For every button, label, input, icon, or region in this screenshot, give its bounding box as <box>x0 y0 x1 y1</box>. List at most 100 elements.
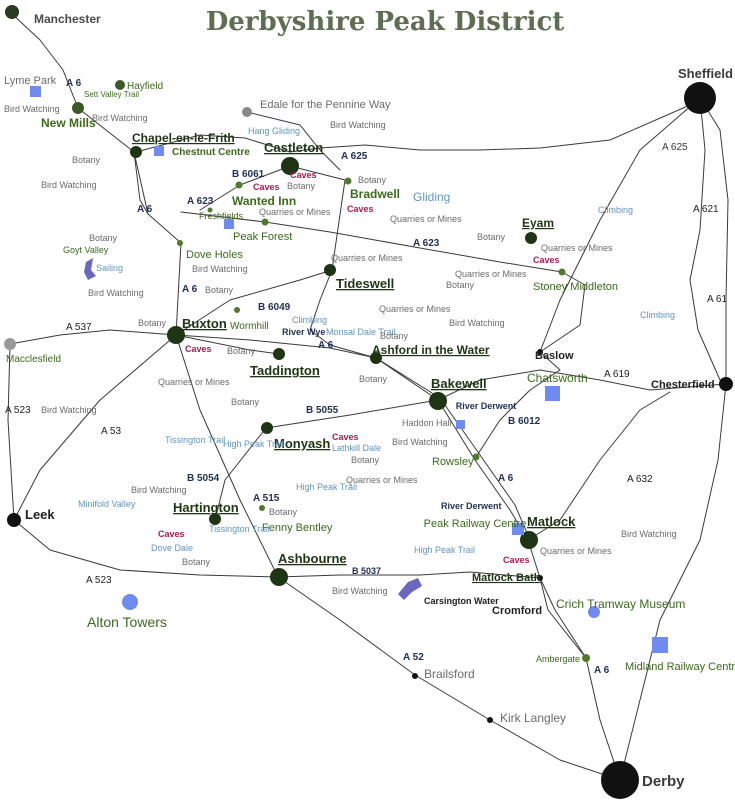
label-matlock: Matlock <box>527 514 576 529</box>
carsington-water-reservoir <box>398 578 422 600</box>
quarry-tideswell: Quarries or Mines <box>331 253 403 263</box>
node-brailsford <box>412 673 418 679</box>
label-tissington-s: Tissington Trail <box>209 524 269 534</box>
label-taddington: Taddington <box>250 363 320 378</box>
caves-buxton: Caves <box>185 344 212 354</box>
label-gliding: Gliding <box>413 190 450 204</box>
quarry-matlock: Quarries or Mines <box>540 546 612 556</box>
node-fenny-bentley <box>259 505 265 511</box>
map-title: Derbyshire Peak District <box>206 7 565 37</box>
label-kirk-langley: Kirk Langley <box>500 711 566 725</box>
label-ambergate: Ambergate <box>536 654 580 664</box>
quarry-buxton-s: Quarries or Mines <box>158 377 230 387</box>
label-chestnut-centre: Chestnut Centre <box>172 147 250 158</box>
label-climbing-ne: Climbing <box>598 205 633 215</box>
town-node-sheffield <box>684 82 716 114</box>
label-river-derwent-n-text: River Derwent <box>456 401 517 411</box>
label-climbing-e: Climbing <box>640 310 675 320</box>
label-goyt-valley: Goyt Valley <box>63 245 109 255</box>
bw-newmills: Bird Watching <box>92 113 148 123</box>
road-labels: A 6 A 625 A 625 B 6061 A 623 A 623 A 6 A… <box>5 78 727 676</box>
marker-lyme-park <box>30 86 41 97</box>
label-brailsford: Brailsford <box>424 667 475 681</box>
label-high-peak-s: High Peak Trail <box>414 545 475 555</box>
caves-eyam: Caves <box>533 255 560 265</box>
label-a523-s: A 523 <box>86 575 112 586</box>
label-derby: Derby <box>642 773 685 790</box>
label-climbing-buxton: Climbing <box>292 315 327 325</box>
label-crich-tramway: Crich Tramway Museum <box>556 597 685 611</box>
label-b5037: B 5037 <box>352 566 381 576</box>
label-midland-railway: Midland Railway Centre <box>625 661 735 673</box>
bw-macclesfield: Bird Watching <box>41 405 97 415</box>
label-a52: A 52 <box>403 652 424 663</box>
road-buxton-taddington <box>175 334 280 355</box>
black-nodes <box>412 349 543 723</box>
caves-dove-dale: Caves <box>158 529 185 539</box>
label-alton-towers: Alton Towers <box>87 614 167 630</box>
town-node-taddington <box>273 348 285 360</box>
town-labels: New Mills Hayfield Chapel-en-le-Frith Ca… <box>41 81 618 664</box>
road-a537 <box>9 329 177 345</box>
quarry-stoney: Quarries or Mines <box>455 269 527 279</box>
quarry-wanted-inn: Quarries or Mines <box>259 207 331 217</box>
marker-peak-forest <box>224 219 234 229</box>
bw-ashford: Bird Watching <box>449 318 505 328</box>
town-node-new-mills <box>72 102 84 114</box>
label-tideswell: Tideswell <box>336 276 394 291</box>
road-derby-chesterfield <box>619 383 727 781</box>
label-high-peak-mid: High Peak Trail <box>296 482 357 492</box>
label-peak-railway-text: Peak Railway Centre <box>424 518 527 530</box>
label-chatsworth: Chatsworth <box>527 371 588 385</box>
label-a53: A 53 <box>101 426 121 437</box>
botany-a623: Botany <box>477 232 506 242</box>
label-monyash: Monyash <box>274 436 330 451</box>
road-a621 <box>689 97 721 381</box>
town-node-eyam <box>525 232 537 244</box>
marker-crich-tramway <box>588 606 600 618</box>
label-a625-ne: A 625 <box>662 142 688 153</box>
town-node-chapel <box>130 146 142 158</box>
road-a523-west <box>7 343 15 521</box>
label-manchester: Manchester <box>34 12 101 26</box>
label-haddon-hall: Haddon Hall <box>402 418 452 428</box>
road-a52 <box>277 576 621 781</box>
botany-taddington: Botany <box>227 346 256 356</box>
node-rowsley <box>472 453 480 461</box>
label-dove-dale: Dove Dale <box>151 543 193 553</box>
node-bradwell <box>344 177 352 185</box>
node-wanted-inn <box>235 181 243 189</box>
label-a632: A 632 <box>627 474 653 485</box>
label-macclesfield: Macclesfield <box>6 354 61 365</box>
bw-matlock: Bird Watching <box>621 529 677 539</box>
label-a523-w: A 523 <box>5 405 31 416</box>
town-node-hartington <box>209 513 221 525</box>
road-a6-second <box>375 357 531 541</box>
quarries-labels: Quarries or Mines Quarries or Mines Quar… <box>158 207 613 556</box>
road-a6-buxton-bakewell <box>175 334 529 541</box>
town-node-ashford <box>370 352 382 364</box>
quarry-eyam: Quarries or Mines <box>541 243 613 253</box>
botany-lathkill: Botany <box>351 455 380 465</box>
quarry-monyash: Quarries or Mines <box>346 475 418 485</box>
label-a623-w: A 623 <box>187 196 214 207</box>
botany-a53: Botany <box>231 397 260 407</box>
label-river-wye: River Wye <box>282 327 325 337</box>
town-node-bakewell <box>429 392 447 410</box>
road-a6-south <box>527 539 621 781</box>
label-a6-north: A 6 <box>182 284 198 295</box>
label-a6-mid: A 6 <box>137 204 153 215</box>
road-tideswell-buxton <box>175 269 333 336</box>
town-node-edale <box>242 107 252 117</box>
quarry-gliding: Quarries or Mines <box>390 214 462 224</box>
botany-ashford: Botany <box>380 331 409 341</box>
trail-labels: Sett Valley Trail Hang Gliding Gliding C… <box>63 90 675 606</box>
label-a61: A 61 <box>707 294 727 305</box>
node-matlock-bath <box>537 575 543 581</box>
road-a61 <box>699 97 729 385</box>
small-nodes <box>177 177 590 662</box>
label-a619: A 619 <box>604 369 630 380</box>
town-node-matlock <box>520 531 538 549</box>
town-node-tideswell <box>324 264 336 276</box>
label-lathkill-dale: Lathkill Dale <box>332 443 381 453</box>
